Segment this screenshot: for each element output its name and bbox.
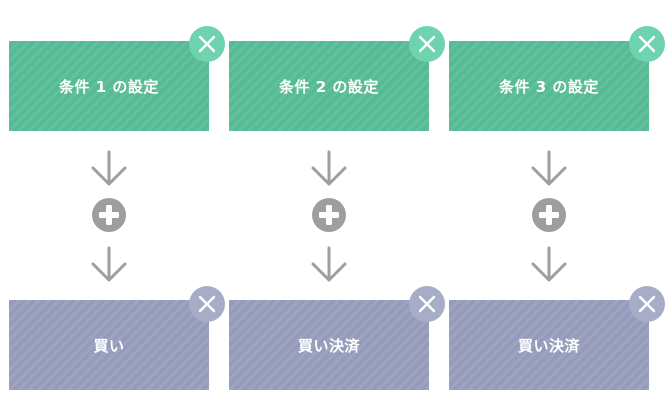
- action-card-1[interactable]: 買い: [9, 300, 209, 390]
- close-icon: [198, 35, 216, 53]
- remove-action-button-1[interactable]: [189, 286, 225, 322]
- close-icon: [418, 295, 436, 313]
- action-card-3[interactable]: 買い決済: [449, 300, 649, 390]
- condition-label: 条件 1 の設定: [59, 77, 159, 96]
- condition-label: 条件 3 の設定: [499, 77, 599, 96]
- condition-column-1: 条件 1 の設定 買い: [9, 0, 225, 412]
- add-step-button-1[interactable]: [92, 198, 126, 232]
- condition-column-2: 条件 2 の設定 買い決済: [229, 0, 445, 412]
- arrow-down-icon: [91, 150, 127, 186]
- arrow-down-icon: [311, 246, 347, 282]
- condition-label: 条件 2 の設定: [279, 77, 379, 96]
- condition-card-2[interactable]: 条件 2 の設定: [229, 41, 429, 131]
- arrow-down-icon: [531, 150, 567, 186]
- remove-condition-button-1[interactable]: [189, 26, 225, 62]
- condition-card-3[interactable]: 条件 3 の設定: [449, 41, 649, 131]
- close-icon: [418, 35, 436, 53]
- arrow-down-icon: [91, 246, 127, 282]
- action-label: 買い決済: [297, 336, 360, 355]
- arrow-down-icon: [531, 246, 567, 282]
- action-label: 買い決済: [517, 336, 580, 355]
- arrow-down-icon: [311, 150, 347, 186]
- remove-condition-button-3[interactable]: [629, 26, 665, 62]
- remove-action-button-2[interactable]: [409, 286, 445, 322]
- close-icon: [198, 295, 216, 313]
- condition-card-1[interactable]: 条件 1 の設定: [9, 41, 209, 131]
- close-icon: [638, 295, 656, 313]
- remove-action-button-3[interactable]: [629, 286, 665, 322]
- add-step-button-3[interactable]: [532, 198, 566, 232]
- action-card-2[interactable]: 買い決済: [229, 300, 429, 390]
- close-icon: [638, 35, 656, 53]
- remove-condition-button-2[interactable]: [409, 26, 445, 62]
- condition-column-3: 条件 3 の設定 買い決済: [449, 0, 665, 412]
- action-label: 買い: [93, 336, 125, 355]
- add-step-button-2[interactable]: [312, 198, 346, 232]
